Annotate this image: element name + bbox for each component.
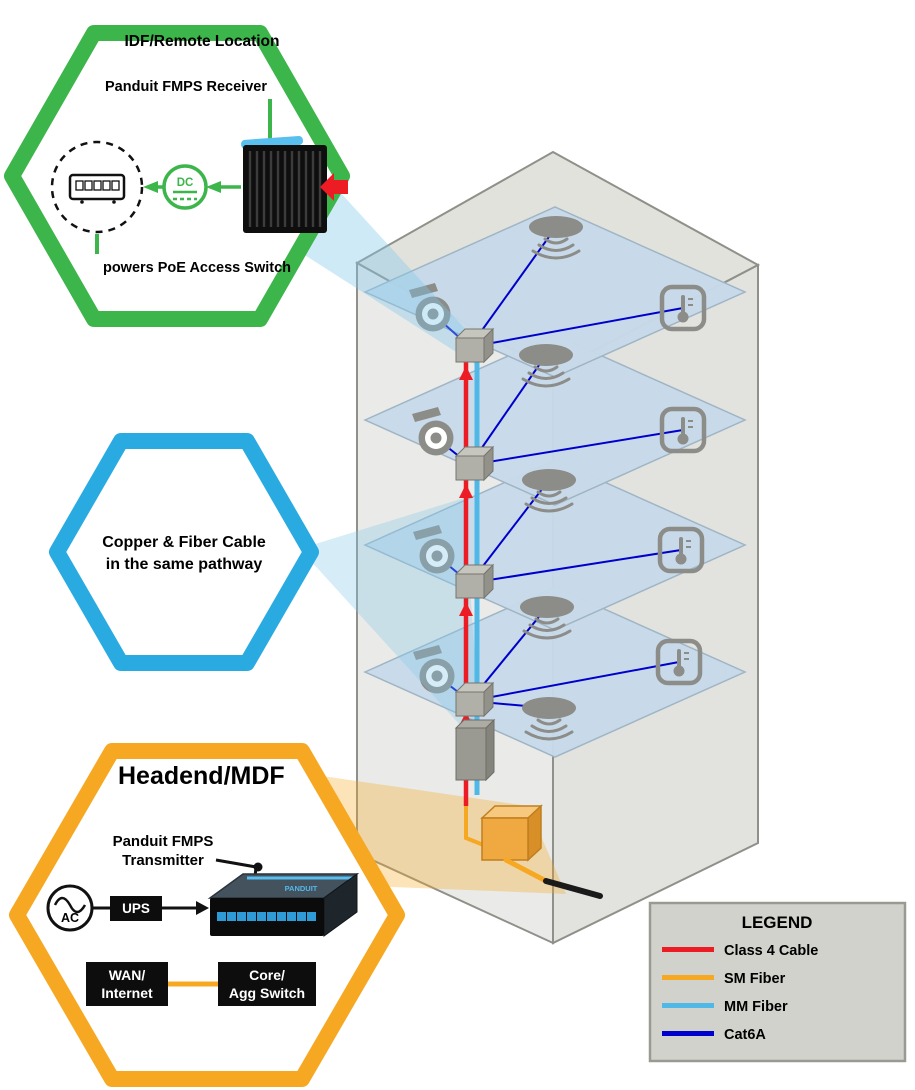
sm-fiber-entry-cable (503, 857, 551, 885)
headend-title: Headend/MDF (118, 762, 285, 790)
poe-switch-icon (50, 140, 144, 234)
legend-label-class4: Class 4 Cable (724, 943, 818, 959)
ups-label: UPS (122, 901, 150, 916)
wan-internet-box: WAN/ Internet (86, 962, 168, 1006)
legend: LEGEND Class 4 Cable SM Fiber MM Fiber C… (648, 901, 907, 1063)
receiver-label: Panduit FMPS Receiver (105, 79, 267, 95)
up-arrow-icon (459, 484, 473, 498)
legend-title: LEGEND (742, 913, 813, 932)
headend-callout: Headend/MDF Panduit FMPS Transmitter AC … (9, 743, 405, 1087)
legend-label-mmfiber: MM Fiber (724, 999, 788, 1015)
legend-label-cat6a: Cat6A (724, 1027, 766, 1043)
sm-fiber-elbow (464, 802, 487, 848)
receiver-heatsink-fins (248, 151, 322, 227)
osp-cable (543, 878, 603, 899)
class4-input-arrow (320, 173, 348, 201)
riser-equipment (454, 328, 603, 899)
switch-ports (75, 180, 120, 191)
up-arrow-icon (459, 602, 473, 616)
left-arrow-icon (206, 181, 221, 193)
pathway-text-line1: Copper & Fiber Cable (102, 534, 266, 551)
cat6a-line (469, 661, 680, 702)
legend-swatch-class4 (662, 947, 714, 952)
headend-entry-box (480, 804, 543, 862)
idf-distribution-box (455, 682, 494, 717)
idf-callout-beam (300, 168, 478, 366)
legend-swatch-mmfiber (662, 1003, 714, 1008)
transmitter-label-line2: Transmitter (122, 852, 204, 869)
idf-distribution-box (455, 446, 494, 481)
wan-label-line2: Internet (101, 985, 153, 1001)
core-agg-switch-box: Core/ Agg Switch (218, 962, 316, 1006)
idf-title: IDF/Remote Location (124, 33, 279, 50)
dc-converter-icon: DC (162, 164, 208, 210)
transmitter-ports (217, 912, 316, 921)
cat6a-line (469, 549, 682, 584)
ac-label: AC (61, 911, 79, 925)
pathway-hexagon (49, 433, 319, 671)
ups-box: UPS (110, 896, 162, 921)
dc-label: DC (177, 177, 194, 189)
wan-label-line1: WAN/ (109, 967, 146, 983)
cat6a-line (469, 429, 684, 466)
up-arrow-icon (459, 366, 473, 380)
core-label-line1: Core/ (249, 967, 285, 983)
idf-distribution-box (455, 328, 494, 363)
left-arrow-icon (143, 181, 158, 193)
pathway-text-line2: in the same pathway (106, 556, 263, 573)
ac-source-icon: AC (46, 884, 94, 932)
legend-label-smfiber: SM Fiber (724, 971, 786, 987)
riser-tall-box (454, 718, 496, 782)
transmitter-label-line1: Panduit FMPS (113, 833, 214, 850)
transmitter-pointer-dot (253, 862, 263, 872)
fmps-receiver-device (241, 136, 327, 233)
pathway-callout-beam (309, 498, 481, 748)
cat6a-line (469, 307, 684, 348)
legend-swatch-cat6a (662, 1031, 714, 1036)
core-label-line2: Agg Switch (229, 985, 305, 1001)
powers-switch-label: powers PoE Access Switch (103, 260, 291, 276)
pathway-callout: Copper & Fiber Cable in the same pathway (49, 433, 319, 671)
transmitter-brand: PANDUIT (285, 884, 318, 893)
legend-swatch-smfiber (662, 975, 714, 980)
right-arrow-icon (196, 901, 209, 915)
idf-callout: IDF/Remote Location Panduit FMPS Receive… (4, 25, 350, 327)
idf-distribution-box (455, 564, 494, 599)
fmps-transmitter-device: PANDUIT (207, 873, 360, 937)
